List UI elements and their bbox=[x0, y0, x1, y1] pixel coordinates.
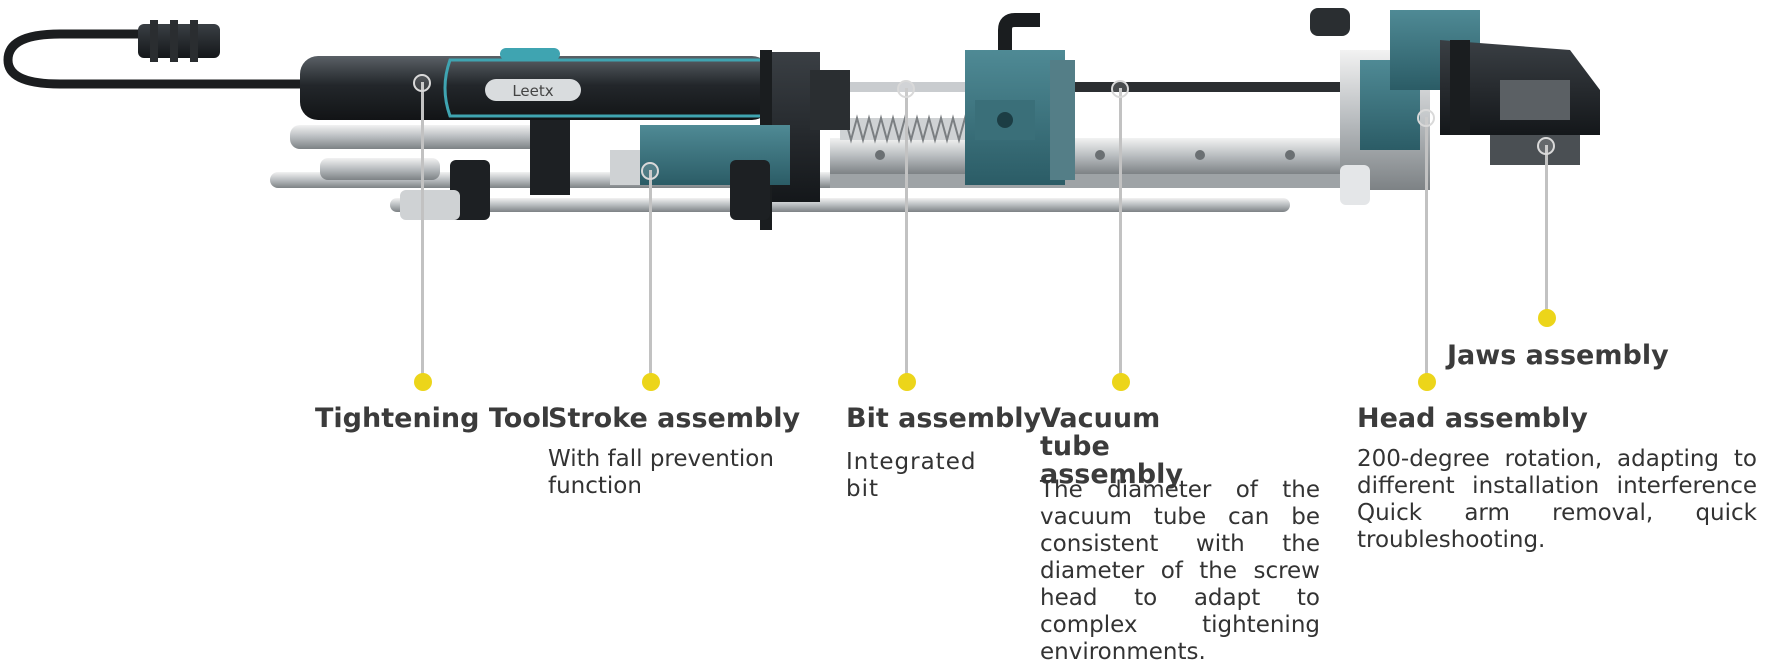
leader-line bbox=[1425, 117, 1428, 382]
anchor-ring bbox=[897, 80, 915, 98]
callout-dot bbox=[414, 373, 432, 391]
bit-assembly-title: Bit assembly bbox=[846, 403, 1042, 434]
anchor-ring bbox=[413, 74, 431, 92]
vacuum-tube-assembly-description: The diameter of the vacuum tube can be c… bbox=[1040, 477, 1320, 665]
stroke-assembly-title: Stroke assembly bbox=[548, 403, 801, 434]
leader-line bbox=[1545, 145, 1548, 315]
head-assembly-description: 200-degree rotation, adapting to differe… bbox=[1357, 446, 1757, 553]
anchor-ring bbox=[1417, 109, 1435, 127]
callout-dot bbox=[898, 373, 916, 391]
head-assembly-title: Head assembly bbox=[1357, 403, 1588, 434]
callout-dot bbox=[1418, 373, 1436, 391]
tightening-tool-title: Tightening Tool bbox=[315, 403, 551, 434]
svg-text:Leetx: Leetx bbox=[512, 82, 553, 100]
jaws-assembly-title: Jaws assembly bbox=[1447, 340, 1669, 371]
leader-line bbox=[421, 82, 424, 382]
vacuum-tube-assembly-title: Vacuum tube assembly bbox=[1040, 403, 1183, 490]
screwdriver-module-illustration: Leetx bbox=[3, 8, 1600, 230]
anchor-ring bbox=[1537, 137, 1555, 155]
callout-dot bbox=[1538, 309, 1556, 327]
stroke-assembly-description: With fall prevention function bbox=[548, 446, 774, 499]
cable-connector bbox=[138, 24, 220, 58]
diagram-stage: Leetx bbox=[3, 8, 1757, 665]
anchor-ring bbox=[1111, 80, 1129, 98]
leader-line bbox=[649, 170, 652, 382]
callout-dot bbox=[1112, 373, 1130, 391]
bit-assembly-description: Integrated bit bbox=[846, 449, 977, 502]
linear-rail bbox=[830, 138, 1350, 174]
leader-line bbox=[1119, 88, 1122, 382]
anchor-ring bbox=[641, 162, 659, 180]
power-cable bbox=[3, 29, 305, 89]
leader-line bbox=[905, 88, 908, 382]
callout-dot bbox=[642, 373, 660, 391]
